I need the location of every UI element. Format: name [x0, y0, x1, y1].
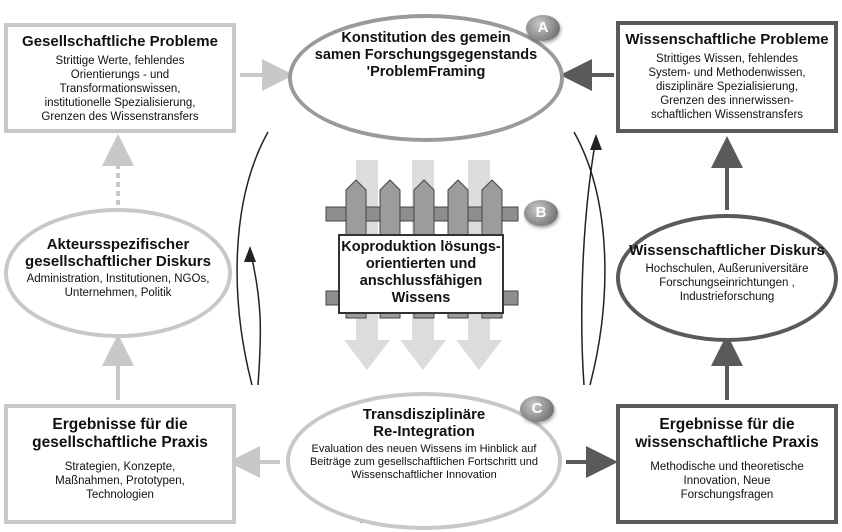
loop-left-return — [249, 249, 262, 386]
box-ergebnisse-wissenschaftliche-praxis: Ergebnisse für die wissenschaftliche Pra… — [616, 404, 838, 524]
badge-c: C — [520, 396, 554, 422]
badge-a: A — [526, 15, 560, 41]
ellipse-body: Hochschulen, Außeruniversitäre Forschung… — [645, 263, 809, 303]
box-body: Strategien, Konzepte, Maßnahmen, Prototy… — [55, 461, 185, 501]
ellipse-title: Konstitution des gemein samen Forschungs… — [314, 30, 538, 80]
ellipse-wissenschaftlicher-diskurs: Wissenschaftlicher Diskurs Hochschulen, … — [616, 214, 838, 342]
ellipse-body: Administration, Institutionen, NGOs, Unt… — [26, 273, 210, 299]
box-title: Ergebnisse für die wissenschaftliche Pra… — [635, 416, 819, 451]
ellipse-akteursspezifischer-diskurs: Akteursspezifischer gesellschaftlicher D… — [4, 208, 232, 338]
box-ergebnisse-gesellschaftliche-praxis: Ergebnisse für die gesellschaftliche Pra… — [4, 404, 236, 524]
ellipse-title: Wissenschaftlicher Diskurs — [629, 242, 825, 259]
loop-right-return — [581, 137, 597, 386]
box-wissenschaftliche-probleme: Wissenschaftliche Probleme Strittiges Wi… — [616, 21, 838, 133]
box-title: Ergebnisse für die gesellschaftliche Pra… — [32, 416, 208, 451]
box-title: Gesellschaftliche Probleme — [22, 33, 218, 50]
box-body: Strittiges Wissen, fehlendes System- und… — [648, 53, 806, 121]
ellipse-title: Transdisziplinäre Re-Integration — [362, 406, 486, 440]
ellipse-problem-framing: Konstitution des gemein samen Forschungs… — [288, 14, 564, 142]
badge-b: B — [524, 200, 558, 226]
box-body: Methodische und theoretische Innovation,… — [650, 461, 804, 501]
box-body: Strittige Werte, fehlendes Orientierungs… — [41, 55, 199, 123]
ellipse-title: Akteursspezifischer gesellschaftlicher D… — [25, 236, 211, 270]
loop-left — [236, 131, 269, 386]
ellipse-re-integration: Transdisziplinäre Re-Integration Evaluat… — [286, 392, 562, 530]
box-koproduktion: Koproduktion lösungs- orientierten und a… — [338, 234, 504, 314]
ellipse-body: Evaluation des neuen Wissens im Hinblick… — [309, 443, 539, 481]
box-gesellschaftliche-probleme: Gesellschaftliche Probleme Strittige Wer… — [4, 23, 236, 133]
loop-right — [573, 131, 606, 386]
box-title: Wissenschaftliche Probleme — [625, 31, 829, 48]
